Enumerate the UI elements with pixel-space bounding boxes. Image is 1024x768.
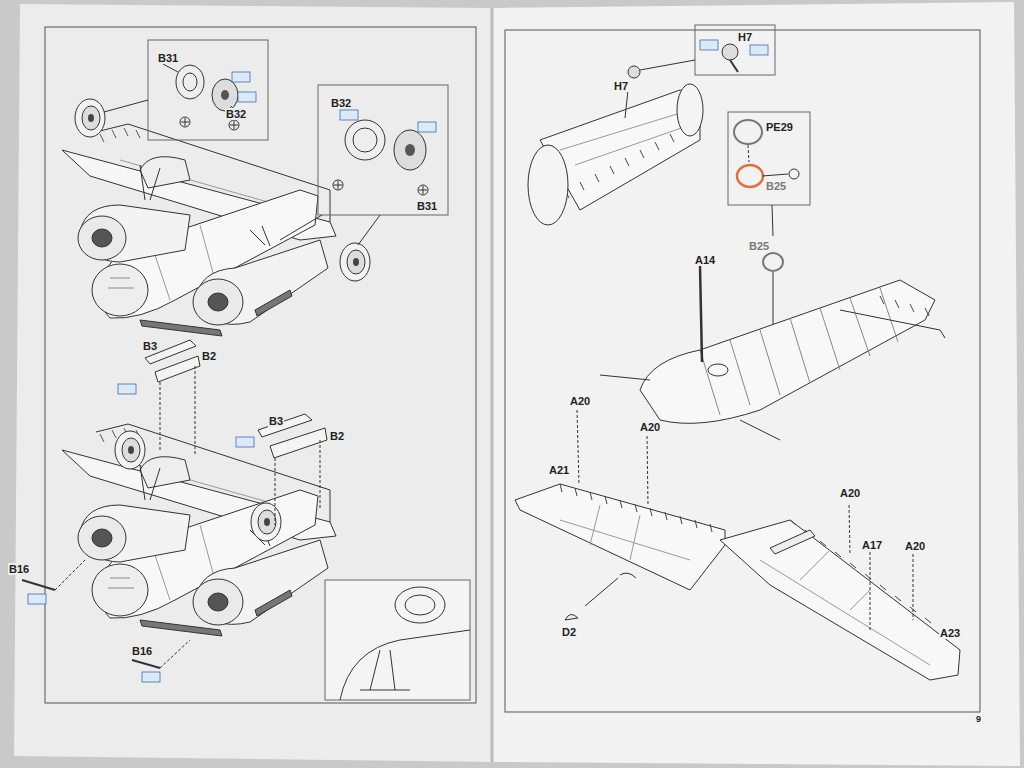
part-number: B16 — [131, 645, 153, 657]
part-number: H7 — [613, 80, 629, 92]
part-number: B16 — [8, 563, 30, 575]
part-number: B3 — [268, 415, 284, 427]
part-number: H7 — [737, 31, 753, 43]
part-number: B25 — [748, 240, 770, 252]
part-number: B2 — [201, 350, 217, 362]
part-number: A21 — [548, 464, 570, 476]
part-number: B32 — [330, 97, 352, 109]
part-number: B32 — [225, 108, 247, 120]
part-number: B31 — [416, 200, 438, 212]
part-number: A20 — [569, 395, 591, 407]
part-number: A20 — [839, 487, 861, 499]
part-number: A23 — [939, 627, 961, 639]
part-number: A14 — [694, 254, 716, 266]
part-number: PE29 — [765, 121, 794, 133]
part-number: A17 — [861, 539, 883, 551]
part-number: B25 — [765, 180, 787, 192]
page-number: 9 — [975, 714, 982, 724]
part-number: B3 — [142, 340, 158, 352]
part-number: B31 — [157, 52, 179, 64]
part-number: A20 — [904, 540, 926, 552]
part-number: A20 — [639, 421, 661, 433]
part-number: D2 — [561, 626, 577, 638]
part-number: B2 — [329, 430, 345, 442]
